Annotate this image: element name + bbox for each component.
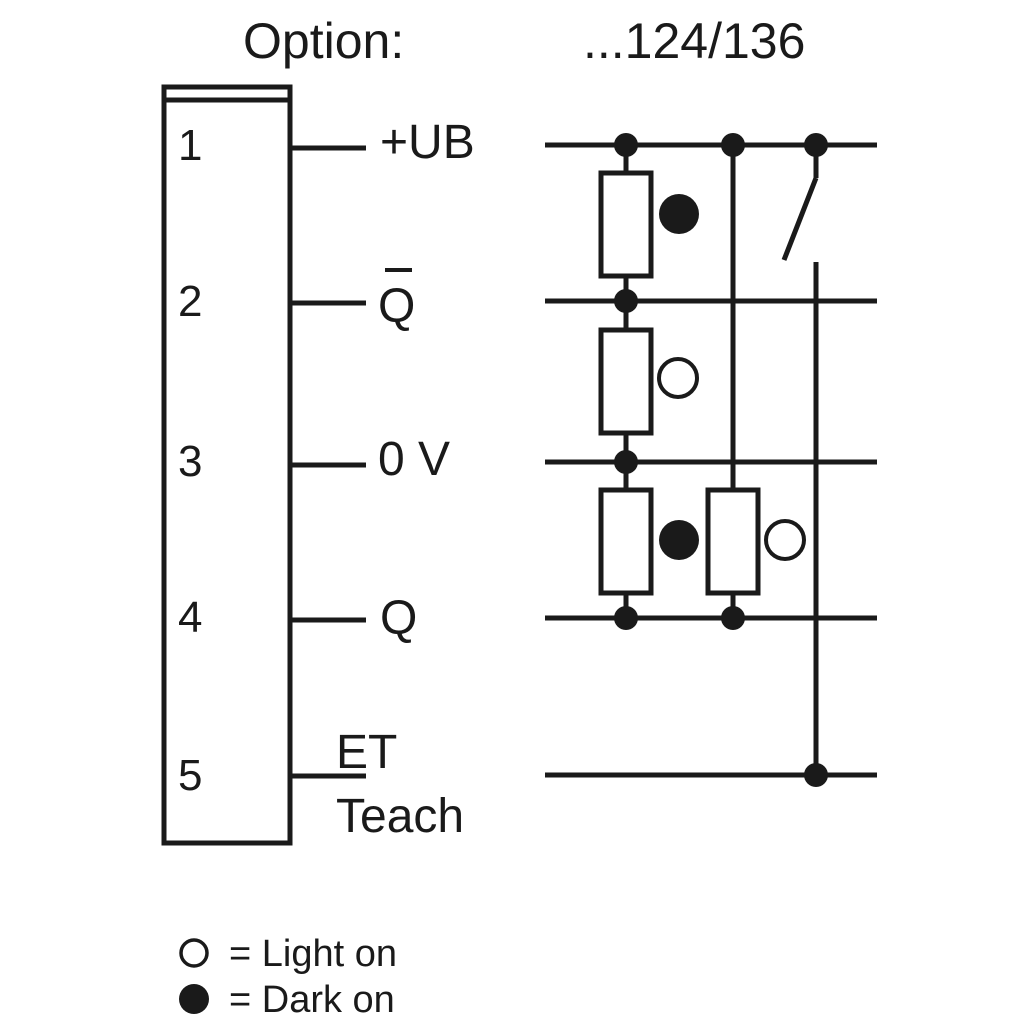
junction-dot [614,133,638,157]
legend-dark-on: = Dark on [229,979,395,1021]
connector-body [161,84,293,846]
variant-label: ...124/136 [583,13,805,69]
dark-on-icon [659,194,699,234]
junction-dot [721,606,745,630]
resistor-4 [705,487,761,596]
light-on-icon [657,357,699,399]
junction-dot [614,289,638,313]
junction-dot [721,133,745,157]
pin-number-4: 4 [178,593,202,642]
signal-label-q-inverted: Q [378,268,415,333]
light-on-icon [764,519,806,561]
resistor-1 [598,170,654,279]
teach-switch [781,177,819,261]
signal-label-teach: Teach [336,790,464,843]
signal-label-ub: +UB [380,116,475,169]
pin-number-3: 3 [178,437,202,486]
pin-number-2: 2 [178,277,202,326]
svg-text:Q: Q [378,280,415,333]
junction-dot [614,606,638,630]
junction-dot [804,133,828,157]
circuit-buses [545,142,877,778]
dark-on-legend-icon [179,984,209,1014]
option-label: Option: [243,13,404,69]
junction-dots [614,133,828,787]
resistor-2 [598,327,654,436]
legend: = Light on = Dark on [179,933,397,1021]
junction-dot [804,763,828,787]
pin-leads [290,145,366,779]
light-on-legend-icon [179,938,209,968]
signal-label-q: Q [380,592,417,645]
pin-number-1: 1 [178,121,202,170]
signal-label-et: ET [336,726,397,779]
resistor-3 [598,487,654,596]
junction-dot [614,450,638,474]
dark-on-icon [659,520,699,560]
legend-light-on: = Light on [229,933,397,975]
pin-number-5: 5 [178,751,202,800]
signal-label-0v: 0 V [378,433,450,486]
